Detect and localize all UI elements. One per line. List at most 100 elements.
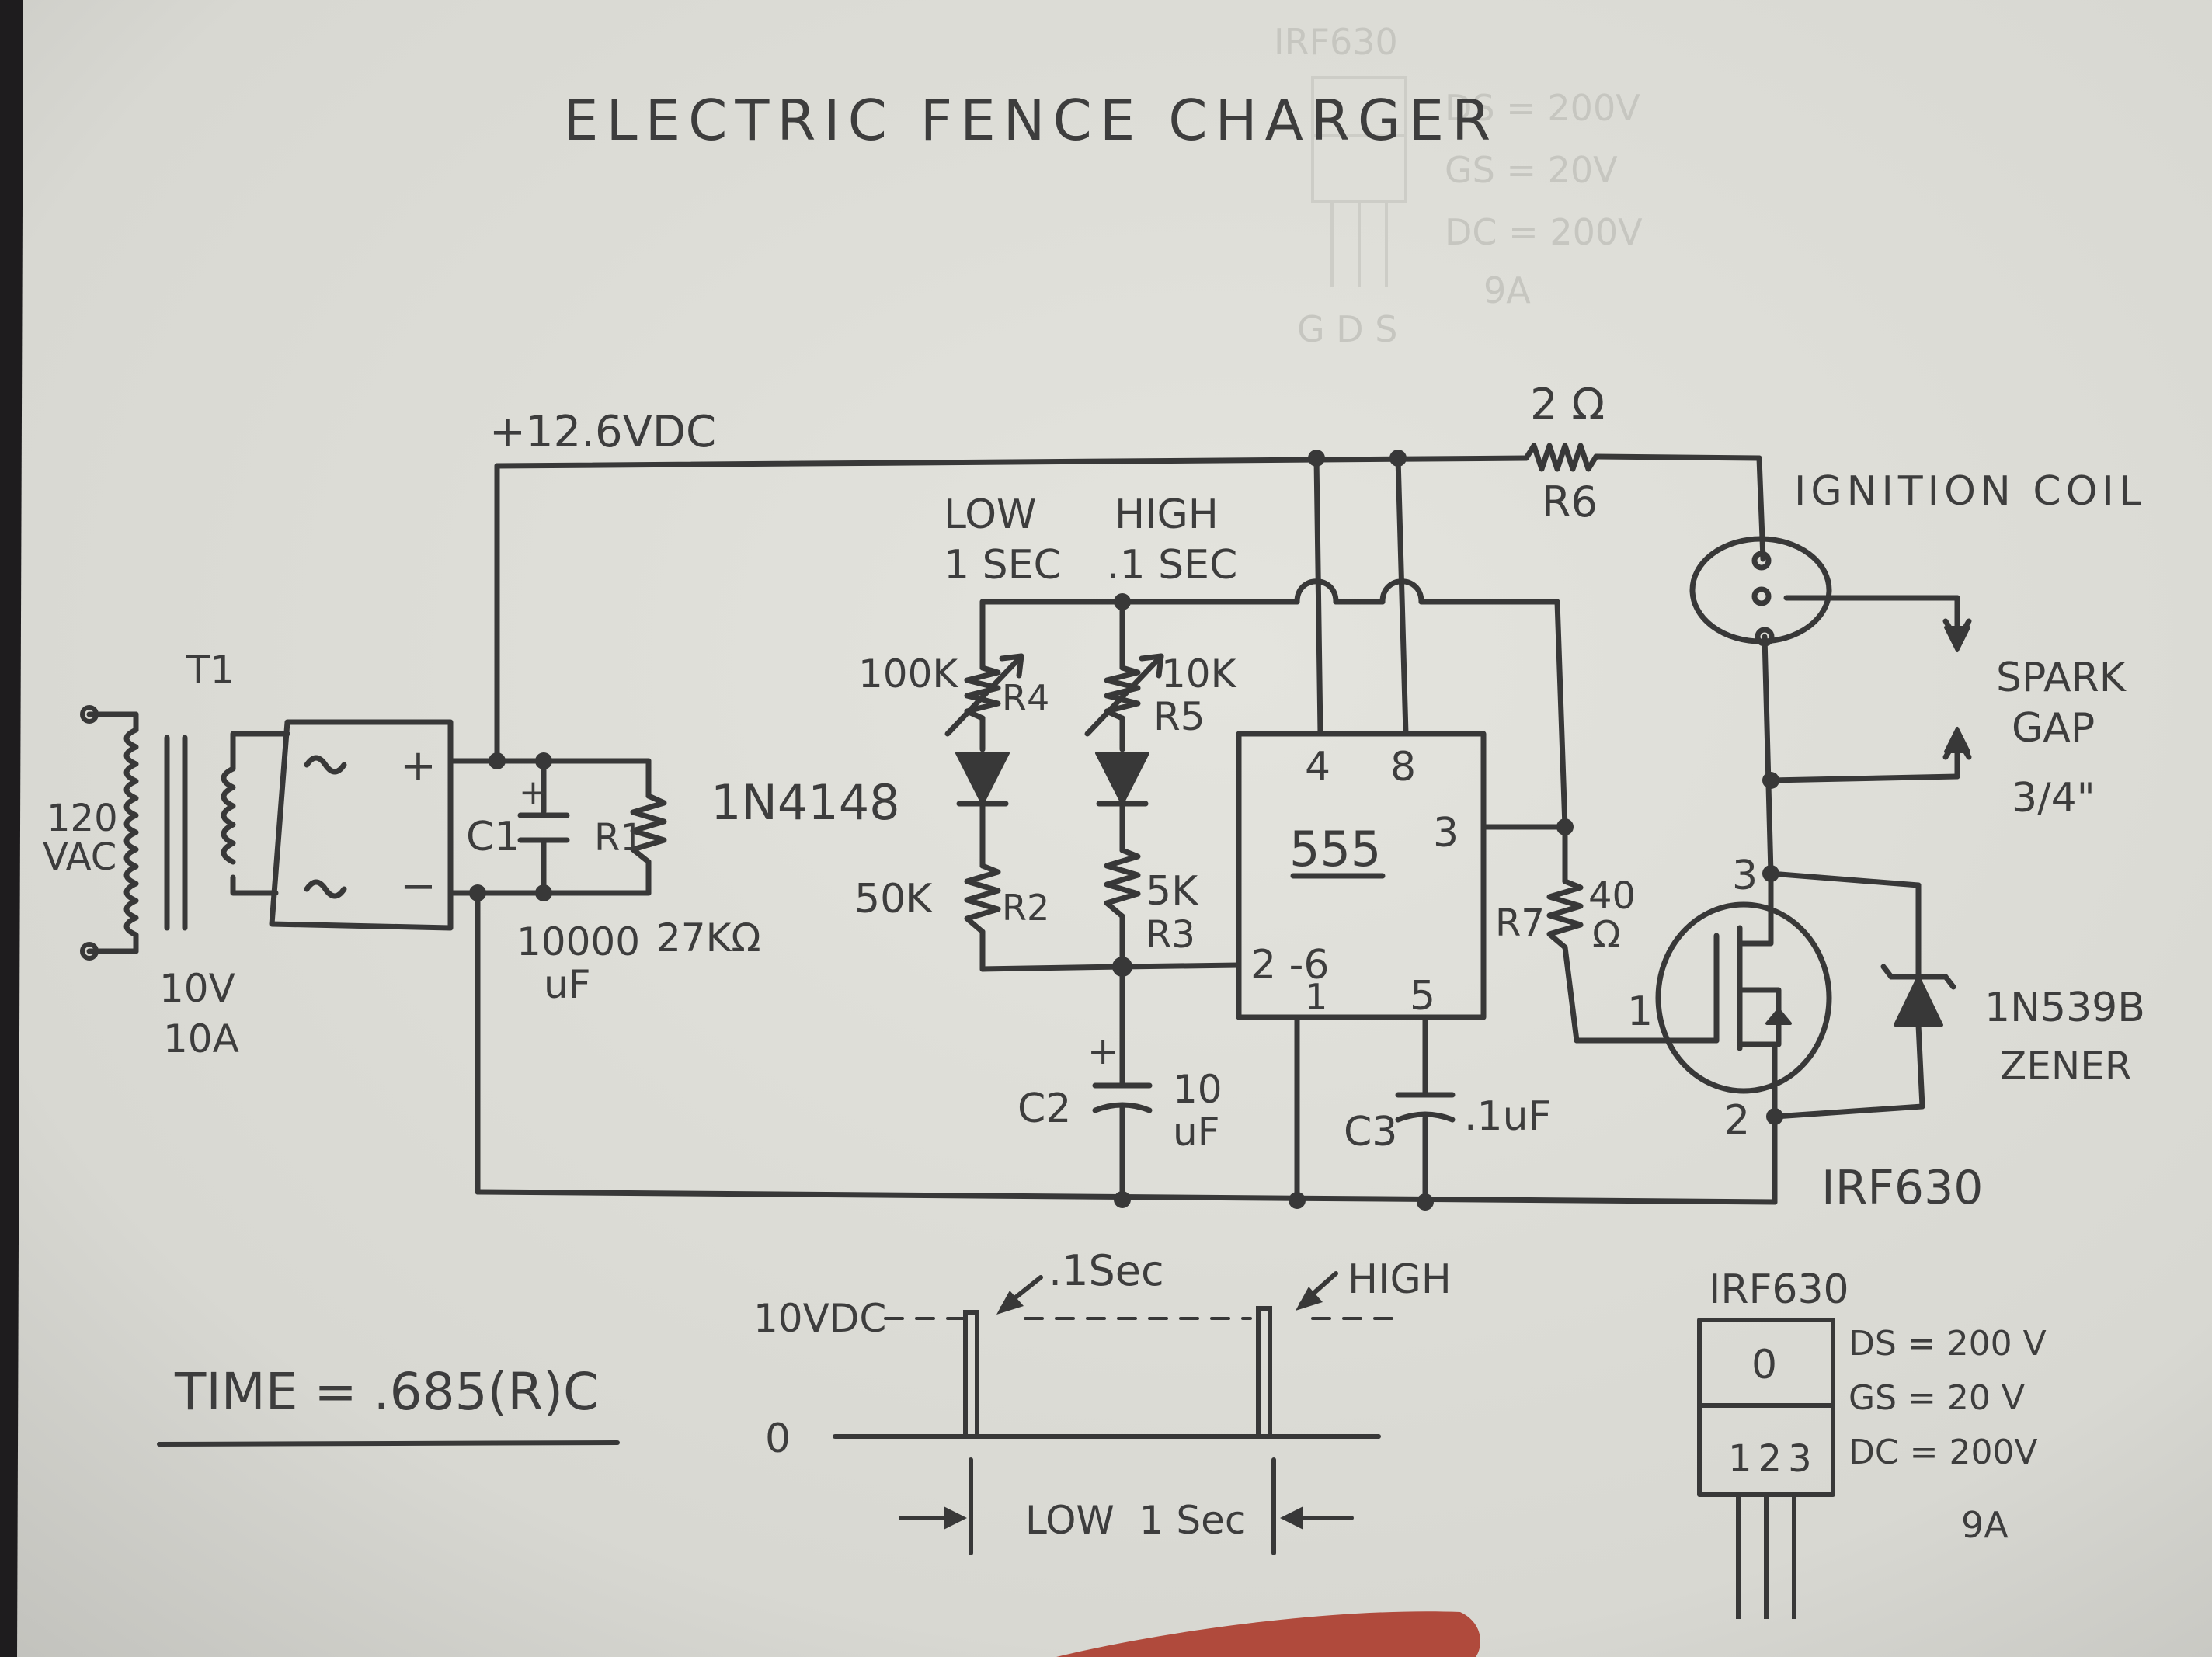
junction-dot [1114, 593, 1131, 610]
bridge-ac-symbol [304, 879, 347, 899]
label-r2-value: 50K [854, 876, 934, 922]
junction-dot [535, 884, 552, 901]
timing-labels: 10VDC 0 .1Sec HIGH LOW 1 Sec [753, 1246, 1452, 1543]
wire-pin4 [1313, 455, 1323, 737]
junction-dot [489, 752, 506, 769]
wire-pin8 [1395, 455, 1409, 737]
ghost-line: IRF630 [1274, 21, 1398, 63]
label-c2-plus: + [1087, 1030, 1118, 1073]
zener-bar-tip [1942, 974, 1956, 990]
timing-formula: TIME = .685(R)C [174, 1362, 599, 1422]
wire-spark-lower [1768, 773, 1960, 783]
timing-pulse [1256, 1306, 1272, 1439]
junction-dot [1762, 865, 1779, 882]
label-pin8: 8 [1390, 744, 1416, 790]
label-low: LOW [944, 492, 1036, 538]
timing-diagram [833, 1271, 1407, 1555]
label-r3: R3 [1146, 913, 1195, 957]
label-pin1: 1 [1305, 976, 1327, 1018]
ghost-package [1311, 76, 1407, 287]
mosfet-drain-lead [1737, 921, 1774, 947]
ignition-coil-terminal [1751, 586, 1772, 606]
label-fet-source: 2 [1724, 1097, 1750, 1144]
capacitor-c3-plate [1395, 1111, 1456, 1123]
label-r1-value: 27KΩ [656, 915, 761, 961]
transformer-primary [123, 727, 139, 938]
label-c1-plus: + [519, 773, 548, 812]
mosfet-source-lead [1737, 1041, 1778, 1075]
timing-arrowhead [1296, 1287, 1323, 1311]
ignition-coil-terminal [1751, 551, 1772, 571]
label-r6-value: 2 Ω [1530, 380, 1605, 430]
timing-arrowhead [944, 1506, 967, 1530]
junction-dot [1766, 1108, 1783, 1125]
timing-arrowhead [1280, 1506, 1303, 1530]
label-input-v: 120 [47, 797, 118, 840]
junction-dot [1112, 957, 1132, 977]
label-t1: T1 [186, 648, 235, 693]
timing-arrowhead [996, 1291, 1024, 1315]
spark-arrow-bottom [1944, 727, 1970, 753]
transformer-secondary [221, 766, 236, 865]
mosfet-body [1737, 987, 1782, 1047]
label-c1: C1 [466, 814, 520, 860]
label-r5-value: 10K [1161, 651, 1237, 696]
capacitor-c2-plate [1092, 1102, 1153, 1113]
bridge-ac-symbol [304, 755, 347, 775]
label-ic: 555 [1289, 821, 1381, 877]
wire-r7-bottom [1562, 944, 1580, 1044]
mosfet-arrow [1765, 1008, 1792, 1025]
wire-node-pin26 [1119, 962, 1242, 970]
label-sec-v: 10V [159, 966, 235, 1011]
resistor-r5-wiper [1084, 653, 1164, 737]
wire-top-rail-right [1593, 453, 1762, 461]
ghost-line: GS = 20V [1445, 149, 1618, 191]
label-zener: 1N539B [1984, 985, 2145, 1031]
wire-coil-feed [1756, 455, 1766, 562]
label-bridge-minus: − [400, 861, 436, 912]
labels: +12.6VDC 2 Ω R6 IGNITION COIL SPARK GAP … [43, 380, 2146, 1215]
bridge-rectifier [269, 719, 454, 931]
resistor-r4-arrow [999, 653, 1024, 679]
label-spark-gap: 3/4" [2012, 775, 2095, 822]
label-c1-value: 10000 [516, 919, 640, 964]
resistor-r2 [964, 863, 1001, 935]
wire-zener-bottom [1772, 1103, 1925, 1120]
label-low-time: 1 SEC [944, 542, 1062, 589]
ghost-text: IRF630 DS = 200V GS = 20V DC = 200V 9A G… [1274, 21, 1643, 350]
junction-dot [1389, 450, 1407, 467]
ghost-line: G D S [1297, 308, 1398, 350]
label-fet: IRF630 [1821, 1161, 1983, 1215]
wire-coil-out [1762, 634, 1774, 877]
timing-pulse [963, 1310, 979, 1439]
pinout-ds: DS = 200 V [1849, 1324, 2047, 1363]
label-r5: R5 [1153, 694, 1205, 739]
resistor-r3 [1104, 847, 1141, 919]
ghost-line: DS = 200V [1445, 87, 1640, 129]
resistor-r5-arrow [1139, 653, 1164, 679]
timing-level-label: 10VDC [753, 1296, 886, 1341]
timing-arrowheads [944, 1287, 1323, 1530]
pinout-tab-label: 0 [1751, 1342, 1777, 1388]
label-ignition-coil: IGNITION COIL [1794, 468, 2146, 515]
pinout-title: IRF630 [1709, 1266, 1849, 1313]
components [123, 443, 1972, 1123]
spark-arrow-top [1944, 626, 1970, 652]
label-spark-gap: SPARK [1996, 655, 2127, 701]
ghost-line: DC = 200V [1445, 211, 1643, 253]
label-r3-value: 5K [1146, 868, 1199, 915]
wire-timing-drop [1554, 599, 1568, 830]
ghost-line: 9A [1483, 269, 1531, 311]
timing-low-label: LOW 1 Sec [1025, 1498, 1246, 1543]
label-pin5: 5 [1410, 973, 1435, 1020]
label-spark-gap: GAP [2012, 705, 2095, 752]
label-pin26: 2 -6 [1250, 942, 1329, 988]
resistor-r4-wiper [944, 653, 1024, 737]
pinout-amps: 9A [1961, 1504, 2009, 1546]
label-r7-value: 40 [1588, 874, 1636, 918]
label-c3-value: .1uF [1464, 1093, 1551, 1140]
irf630-pinout [1697, 1318, 1835, 1619]
pinout-pins: 123 [1728, 1437, 1818, 1481]
junction-dot [1417, 1193, 1434, 1211]
